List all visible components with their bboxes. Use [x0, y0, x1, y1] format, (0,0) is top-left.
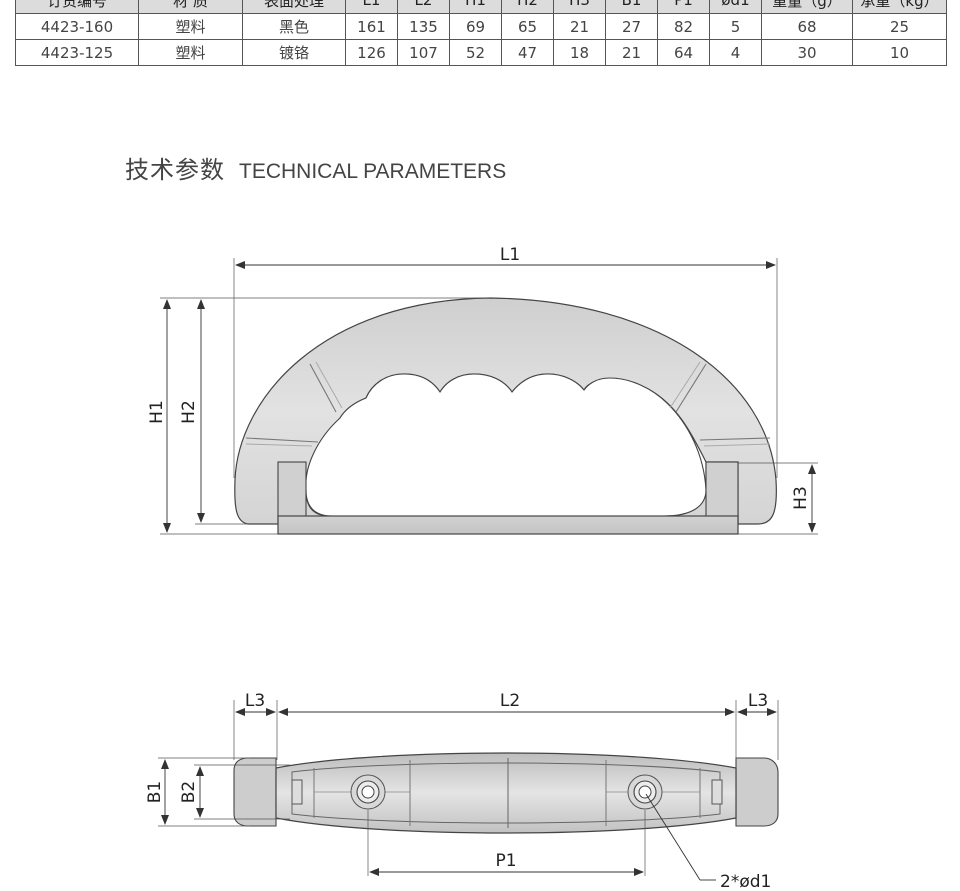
table-header-row: 订货编号 材 质 表面处理 L1 L2 H1 H2 H3 B1 P1 ød1 重…	[15, 0, 947, 14]
front-label-l1: L1	[500, 245, 520, 265]
top-label-b2: B2	[179, 781, 199, 803]
top-view-drawing: L3 L2 L3 B1 B2 P1 2*ød1	[145, 691, 779, 891]
header-material: 材 质	[138, 0, 243, 14]
front-view-drawing: L1 H1 H2 H3	[147, 245, 818, 535]
top-label-p1: P1	[495, 851, 516, 871]
header-l2: L2	[397, 0, 450, 14]
header-d1: ød1	[709, 0, 762, 14]
front-label-h1: H1	[147, 400, 167, 424]
top-label-l2: L2	[500, 691, 520, 711]
handle-front-base	[277, 461, 739, 535]
top-label-l3-right: L3	[748, 691, 768, 711]
table-cell: 135	[397, 13, 450, 40]
table-cell: 塑料	[138, 39, 243, 66]
table-cell: 30	[761, 39, 853, 66]
table-cell: 4423-160	[15, 13, 139, 40]
mounting-hole-right	[627, 774, 663, 810]
handle-front-body	[234, 297, 777, 525]
table-cell: 68	[761, 13, 853, 40]
section-title-en: TECHNICAL PARAMETERS	[239, 160, 507, 183]
front-label-h2: H2	[179, 400, 199, 424]
header-h1: H1	[449, 0, 502, 14]
front-label-h3: H3	[791, 486, 811, 510]
table-cell: 5	[709, 13, 762, 40]
section-title-zh: 技术参数	[125, 156, 225, 184]
top-label-b1: B1	[145, 781, 165, 803]
table-cell: 黑色	[242, 13, 346, 40]
table-cell: 126	[345, 39, 398, 66]
table-cell: 塑料	[138, 13, 243, 40]
table-cell: 107	[397, 39, 450, 66]
section-title: 技术参数 TECHNICAL PARAMETERS	[125, 150, 507, 184]
top-label-l3-left: L3	[245, 691, 265, 711]
table-cell: 161	[345, 13, 398, 40]
mounting-hole-left	[350, 774, 386, 810]
table-cell: 4	[709, 39, 762, 66]
table-cell: 21	[605, 39, 658, 66]
header-p1: P1	[657, 0, 710, 14]
table-cell: 10	[852, 39, 947, 66]
table-cell: 82	[657, 13, 710, 40]
table-cell: 64	[657, 39, 710, 66]
top-label-hole-callout: 2*ød1	[720, 872, 771, 891]
table-cell: 18	[553, 39, 606, 66]
table-row: 4423-160 塑料 黑色 161 135 69 65 21 27 82 5 …	[15, 13, 947, 40]
table-cell: 52	[449, 39, 502, 66]
table-cell: 25	[852, 13, 947, 40]
table-row: 4423-125 塑料 镀铬 126 107 52 47 18 21 64 4 …	[15, 39, 947, 66]
table-cell: 47	[501, 39, 554, 66]
spec-table: 订货编号 材 质 表面处理 L1 L2 H1 H2 H3 B1 P1 ød1 重…	[15, 0, 947, 66]
header-load: 承重（kg）	[852, 0, 947, 14]
table-cell: 69	[449, 13, 502, 40]
handle-top-body	[233, 752, 779, 834]
table-cell: 镀铬	[242, 39, 346, 66]
